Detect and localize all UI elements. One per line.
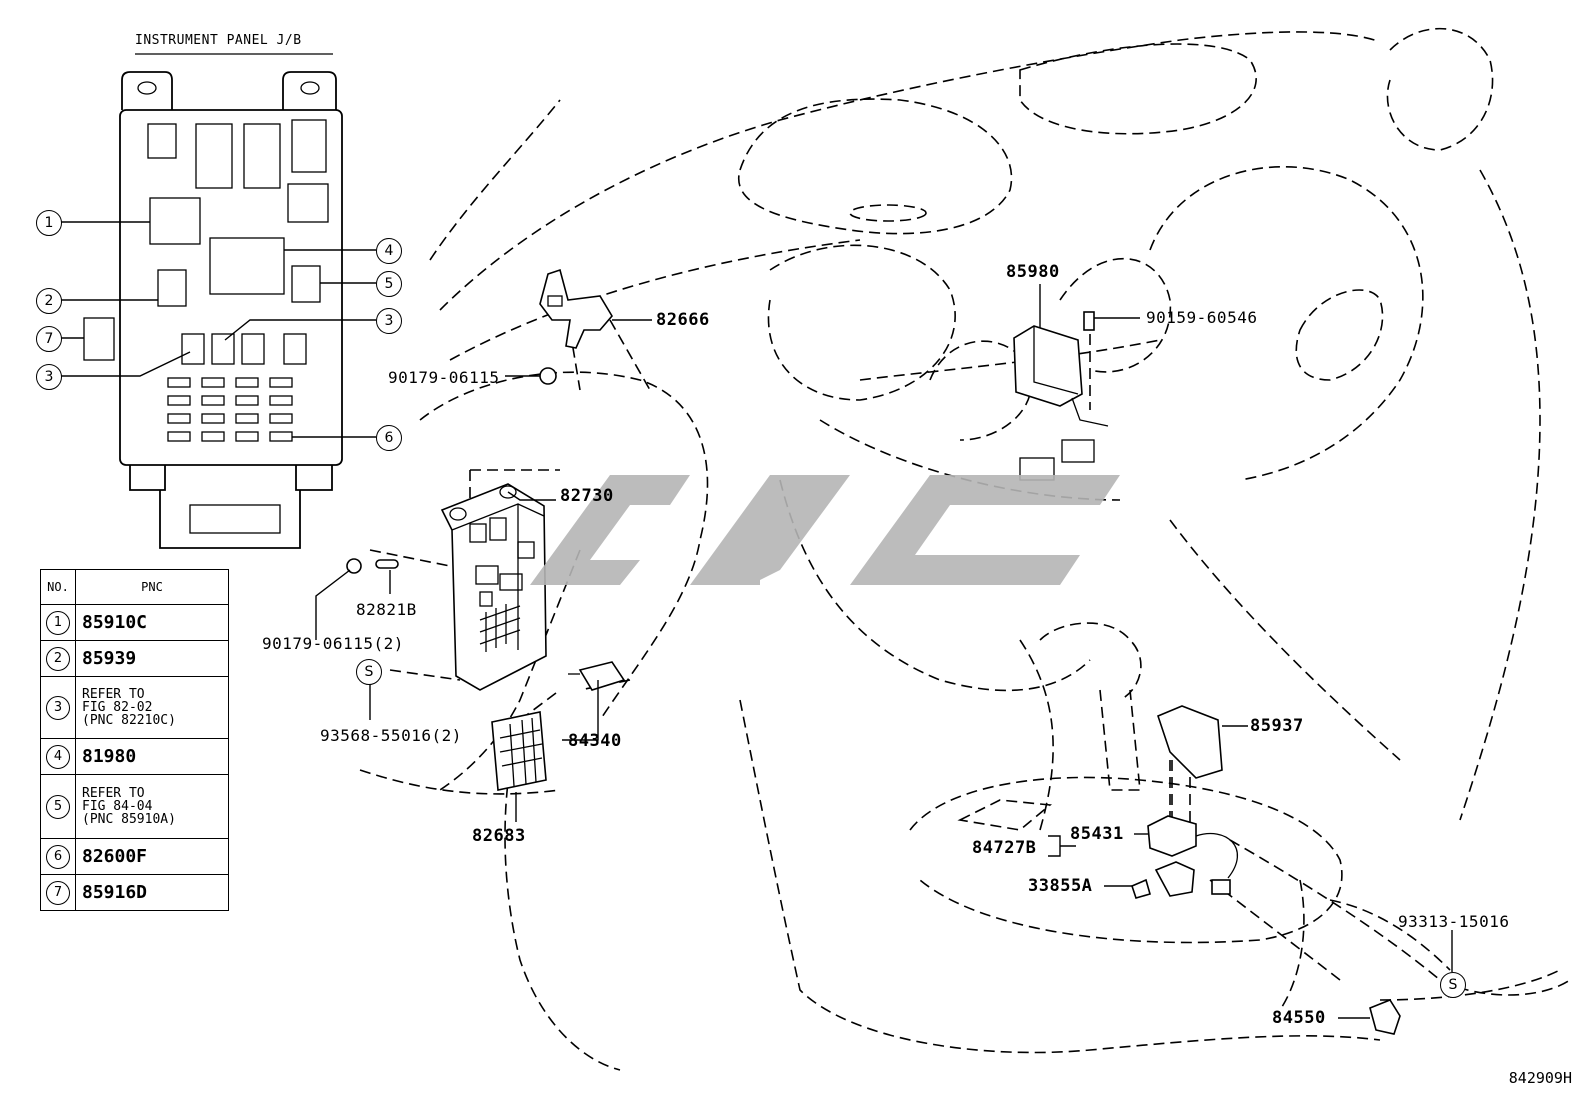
panel-82683 <box>491 711 547 791</box>
callout-7: 7 <box>36 326 62 352</box>
junction-block-82730 <box>440 483 547 691</box>
part-label-85431: 85431 <box>1070 824 1124 844</box>
legend-pnc: 85910C <box>75 604 229 641</box>
legend-refer-line: FIG 82-02 <box>82 700 153 715</box>
clip-84550 <box>1369 999 1401 1035</box>
callout-1: 1 <box>36 210 62 236</box>
bulb-33855A <box>1131 878 1151 899</box>
legend-refer-line: REFER TO <box>82 786 145 801</box>
socket-84727B <box>1154 861 1231 897</box>
legend-refer-line: (PNC 85910A) <box>82 812 176 827</box>
part-label-93313-15016: 93313-15016 <box>1398 912 1510 931</box>
legend-callout-3: 3 <box>46 695 70 720</box>
switch-85937 <box>1157 705 1223 818</box>
connector-84340 <box>568 661 626 691</box>
legend-pnc: 85916D <box>75 874 229 911</box>
part-label-84340: 84340 <box>568 731 622 751</box>
part-label-84550: 84550 <box>1272 1008 1326 1028</box>
watermark-logo <box>530 475 1120 585</box>
s-mark-left: S <box>356 659 382 685</box>
legend-row: 4 81980 <box>40 738 229 775</box>
nut-90179 <box>539 367 557 385</box>
part-label-82683: 82683 <box>472 826 526 846</box>
bolt-90159 <box>1083 311 1140 410</box>
part-label-93568-55016-2: 93568-55016(2) <box>320 726 462 745</box>
figure-reference-code: 842909H <box>1508 1069 1572 1087</box>
legend-header-row: NO. PNC <box>40 569 229 605</box>
legend-callout-6: 6 <box>46 844 70 869</box>
legend-row: 2 85939 <box>40 640 229 677</box>
part-label-82666: 82666 <box>656 310 710 330</box>
legend-refer-line: REFER TO <box>82 687 145 702</box>
connector-85431 <box>1147 815 1239 879</box>
part-label-84727B: 84727B <box>972 838 1037 858</box>
legend-callout-7: 7 <box>46 880 70 905</box>
legend-refer-line: FIG 84-04 <box>82 799 153 814</box>
legend-callout-2: 2 <box>46 646 70 671</box>
nut-90179-2 <box>346 558 362 574</box>
legend-pnc: 82600F <box>75 838 229 875</box>
legend-pnc: 81980 <box>75 738 229 775</box>
legend-callout-5: 5 <box>46 794 70 819</box>
legend-header-no: NO. <box>40 569 76 605</box>
callout-4: 4 <box>376 238 402 264</box>
legend-pnc: 85939 <box>75 640 229 677</box>
part-label-90159-60546: 90159-60546 <box>1146 308 1258 327</box>
pnc-legend-table: NO. PNC 1 85910C 2 85939 3 REFER TO FIG … <box>40 569 229 911</box>
legend-header-pnc: PNC <box>75 569 229 605</box>
diagram-title: INSTRUMENT PANEL J/B <box>135 33 302 48</box>
part-label-90179-06115: 90179-06115 <box>388 368 500 387</box>
relay-85980 <box>1013 325 1109 481</box>
callout-6: 6 <box>376 425 402 451</box>
part-label-82821B: 82821B <box>356 600 417 619</box>
legend-refer-line: (PNC 82210C) <box>82 713 176 728</box>
part-label-85937: 85937 <box>1250 716 1304 736</box>
bracket-82666 <box>539 268 613 349</box>
clip-82821B <box>375 559 399 569</box>
legend-row: 7 85916D <box>40 874 229 911</box>
legend-refer: REFER TO FIG 84-04 (PNC 85910A) <box>75 774 229 839</box>
junction-box-drawing <box>61 53 376 549</box>
legend-callout-4: 4 <box>46 744 70 769</box>
callout-3-upper: 3 <box>376 308 402 334</box>
part-label-82730: 82730 <box>560 486 614 506</box>
legend-row: 3 REFER TO FIG 82-02 (PNC 82210C) <box>40 676 229 739</box>
legend-row: 1 85910C <box>40 604 229 641</box>
legend-refer: REFER TO FIG 82-02 (PNC 82210C) <box>75 676 229 739</box>
callout-3-lower: 3 <box>36 364 62 390</box>
legend-row: 5 REFER TO FIG 84-04 (PNC 85910A) <box>40 774 229 839</box>
part-label-33855A: 33855A <box>1028 876 1093 896</box>
part-label-90179-06115-2: 90179-06115(2) <box>262 634 404 653</box>
callout-2: 2 <box>36 288 62 314</box>
legend-row: 6 82600F <box>40 838 229 875</box>
legend-callout-1: 1 <box>46 610 70 635</box>
part-leaders <box>315 284 1453 1019</box>
part-label-85980: 85980 <box>1006 262 1060 282</box>
callout-5: 5 <box>376 271 402 297</box>
s-mark-right: S <box>1440 972 1466 998</box>
